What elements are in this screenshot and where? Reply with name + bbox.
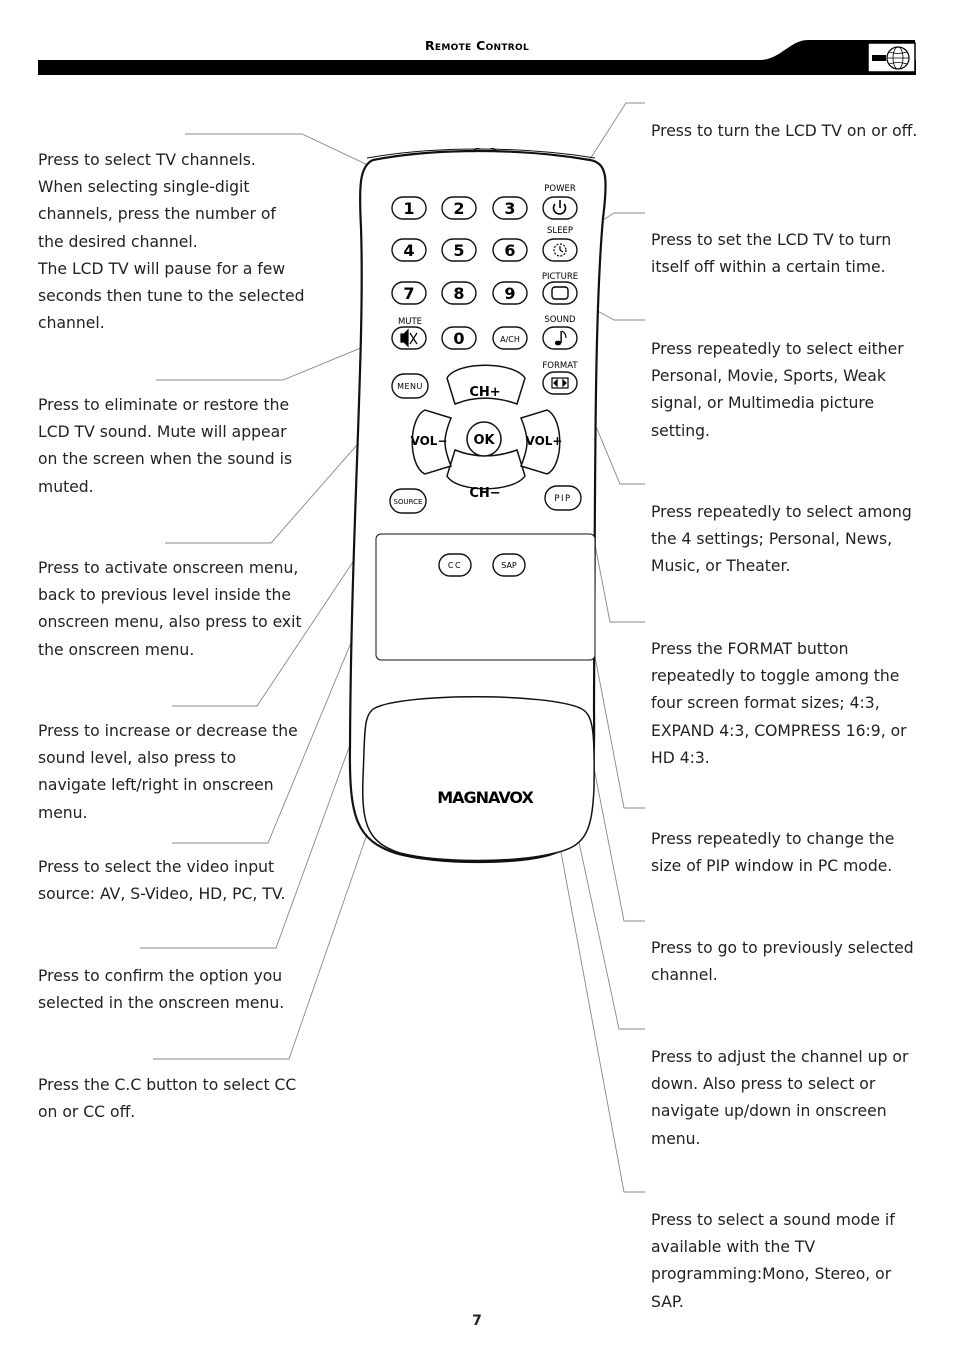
channel-updown-description: Press to adjust the channel up or down. … xyxy=(651,1048,909,1148)
volume-description: Press to increase or decrease the sound … xyxy=(38,722,298,822)
digit-1-label: 1 xyxy=(403,199,414,218)
digit-9-label: 9 xyxy=(504,284,515,303)
sound-button[interactable] xyxy=(542,326,578,350)
cc-button[interactable] xyxy=(438,553,472,577)
digit-0-button[interactable] xyxy=(441,326,477,350)
mute-button[interactable] xyxy=(391,326,427,350)
sound-label: SOUND xyxy=(544,315,576,325)
mute-description: Press to eliminate or restore the LCD TV… xyxy=(38,396,293,496)
digit-2-label: 2 xyxy=(453,199,464,218)
digit-5-button[interactable] xyxy=(441,238,477,262)
volume-up-label: VOL+ xyxy=(526,434,563,448)
picture-icon xyxy=(551,286,569,300)
ok-label: OK xyxy=(473,433,495,448)
digit-3-label: 3 xyxy=(504,199,515,218)
page-header-title: Remote Control xyxy=(424,38,530,53)
sleep-icon xyxy=(553,243,567,257)
digit-1-button[interactable] xyxy=(391,196,427,220)
mute-icon xyxy=(400,328,418,348)
ach-label: A/CH xyxy=(500,335,520,344)
power-label: POWER xyxy=(544,184,576,194)
format-description: Press the FORMAT button repeatedly to to… xyxy=(651,640,907,767)
digit-6-button[interactable] xyxy=(492,238,528,262)
brand-logo: MAGNAVOX xyxy=(437,788,534,807)
format-label: FORMAT xyxy=(542,361,578,371)
menu-description: Press to activate onscreen menu, back to… xyxy=(38,559,302,659)
digit-4-label: 4 xyxy=(403,241,414,260)
globe-icon xyxy=(872,46,910,70)
channel-up-label: CH+ xyxy=(469,385,500,400)
digit-8-label: 8 xyxy=(453,284,464,303)
digit-2-button[interactable] xyxy=(441,196,477,220)
channel-up-button[interactable] xyxy=(446,364,526,405)
pip-button[interactable] xyxy=(544,485,582,511)
source-label: SOURCE xyxy=(394,498,423,506)
channel-down-label: CH− xyxy=(469,486,500,501)
source-button[interactable] xyxy=(389,488,427,514)
digit-3-button[interactable] xyxy=(492,196,528,220)
sap-button[interactable] xyxy=(492,553,526,577)
power-icon xyxy=(552,200,567,215)
digit-4-button[interactable] xyxy=(391,238,427,262)
power-description: Press to turn the LCD TV on or off. xyxy=(651,122,918,140)
page-number: 7 xyxy=(472,1313,482,1329)
sleep-label: SLEEP xyxy=(547,226,573,236)
sound-description: Press repeatedly to select among the 4 s… xyxy=(651,503,912,576)
format-button[interactable] xyxy=(542,371,578,395)
volume-down-button[interactable] xyxy=(411,409,452,475)
music-note-icon xyxy=(554,330,567,346)
pip-label: PIP xyxy=(554,494,571,504)
sap-label: SAP xyxy=(501,561,517,570)
picture-button[interactable] xyxy=(542,281,578,305)
picture-label: PICTURE xyxy=(542,272,578,282)
remote-buttons: POWER SLEEP PICTURE MUTE SOUND FORMAT 1 … xyxy=(389,184,582,807)
digit-8-button[interactable] xyxy=(441,281,477,305)
volume-up-button[interactable] xyxy=(520,409,561,475)
sap-description: Press to select a sound mode if availabl… xyxy=(651,1211,895,1311)
source-description: Press to select the video input source: … xyxy=(38,858,286,904)
mute-label: MUTE xyxy=(398,317,422,327)
header-bar xyxy=(38,60,916,75)
ok-description: Press to confirm the option you selected… xyxy=(38,967,285,1013)
digit-7-label: 7 xyxy=(403,284,414,303)
digit-6-label: 6 xyxy=(504,241,515,260)
ach-description: Press to go to previously selected chann… xyxy=(651,939,914,985)
menu-button[interactable] xyxy=(391,373,429,399)
volume-down-label: VOL− xyxy=(411,434,448,448)
ok-button[interactable] xyxy=(466,421,502,457)
digit-0-label: 0 xyxy=(453,329,464,348)
picture-description: Press repeatedly to select either Person… xyxy=(651,340,904,440)
ach-button[interactable] xyxy=(492,326,528,350)
cc-label: CC xyxy=(448,561,462,570)
digit-9-button[interactable] xyxy=(492,281,528,305)
digit-7-button[interactable] xyxy=(391,281,427,305)
channel-down-button[interactable] xyxy=(446,449,526,490)
menu-label: MENU xyxy=(397,382,423,391)
sleep-description: Press to set the LCD TV to turn itself o… xyxy=(651,231,892,277)
pip-description: Press repeatedly to change the size of P… xyxy=(651,830,895,876)
channel-digits-description: Press to select TV channels. When select… xyxy=(38,151,305,333)
digit-5-label: 5 xyxy=(453,241,464,260)
format-icon xyxy=(551,377,569,389)
cc-description: Press the C.C button to select CC on or … xyxy=(38,1076,297,1122)
